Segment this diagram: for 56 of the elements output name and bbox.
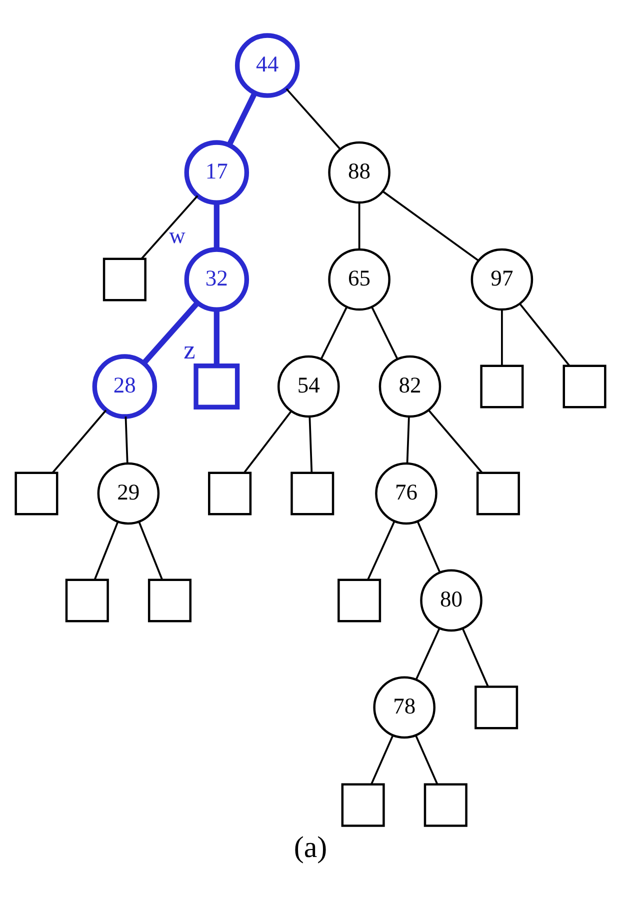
connector	[501, 309, 503, 365]
node-box	[290, 471, 334, 515]
node-circle: 78	[373, 676, 436, 738]
connector	[94, 521, 119, 580]
connector	[519, 302, 570, 366]
connector	[141, 194, 198, 258]
node-box	[474, 685, 518, 729]
node-box	[194, 363, 240, 409]
node-box	[148, 578, 192, 622]
node-box	[562, 364, 606, 408]
connector	[416, 520, 441, 572]
caption: (a)	[294, 830, 328, 864]
connector	[358, 202, 360, 249]
node-box	[14, 471, 58, 515]
connector	[214, 202, 220, 249]
connector	[415, 734, 438, 784]
node-circle: 76	[375, 462, 438, 524]
connector	[406, 416, 410, 463]
node-circle: 17	[184, 140, 250, 204]
node-box	[341, 782, 385, 826]
connector	[52, 409, 107, 473]
connector	[286, 88, 341, 150]
connector	[370, 306, 398, 359]
connector	[462, 628, 489, 687]
connector	[142, 300, 200, 365]
connector	[308, 416, 313, 472]
node-circle: 32	[184, 246, 250, 312]
node-label: z	[184, 335, 196, 364]
connector	[214, 309, 220, 365]
node-circle: 29	[97, 462, 160, 524]
connector	[124, 416, 128, 463]
connector	[320, 306, 348, 359]
node-circle: 82	[378, 354, 442, 418]
node-box	[476, 471, 520, 515]
connector	[415, 628, 440, 680]
node-circle: 28	[92, 354, 158, 418]
node-circle: 54	[277, 354, 340, 418]
connector	[370, 734, 394, 784]
node-circle: 65	[328, 248, 390, 310]
node-box	[480, 364, 524, 408]
connector	[244, 410, 292, 472]
connector	[428, 409, 483, 473]
connector	[382, 190, 479, 261]
node-box	[208, 471, 252, 515]
node-circle: 44	[234, 32, 300, 98]
node-circle: 97	[470, 248, 534, 310]
node-circle: 88	[328, 140, 390, 204]
node-box	[424, 782, 468, 826]
node-circle: 80	[420, 568, 482, 632]
connector	[138, 521, 163, 580]
node-box	[338, 578, 382, 622]
connector	[367, 520, 396, 580]
node-box	[65, 578, 109, 622]
node-label: w	[169, 222, 186, 248]
connector	[226, 91, 258, 146]
node-box	[102, 257, 146, 301]
